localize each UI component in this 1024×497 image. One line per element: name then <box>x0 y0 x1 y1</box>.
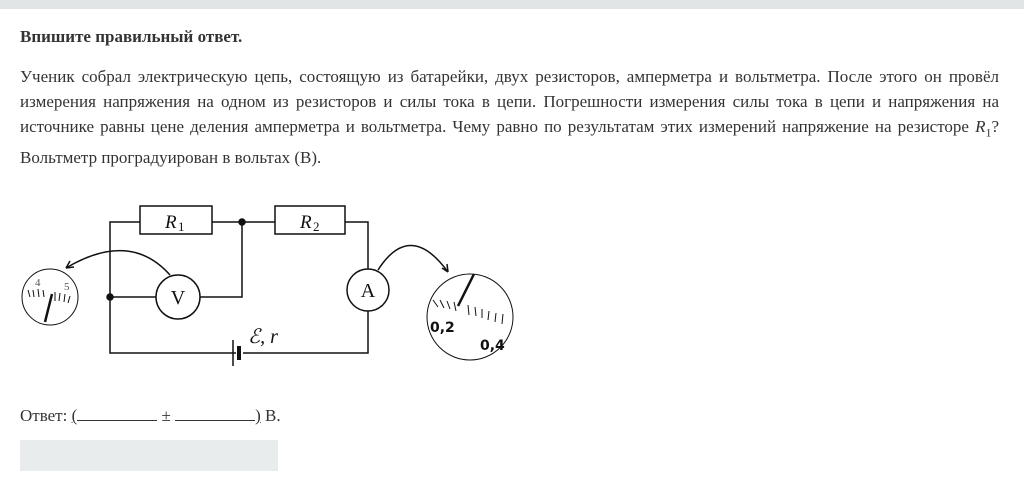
junction-dot <box>238 218 246 226</box>
task-text-end: ? Вольтметр проградуирован в вольтах (В)… <box>20 117 999 168</box>
arrowhead <box>65 260 75 269</box>
arrowhead <box>441 263 449 273</box>
junction-dot <box>106 293 114 301</box>
voltmeter-dial <box>21 268 79 326</box>
voltmeter-pointer-arrow <box>65 249 171 276</box>
ammeter-label: A <box>361 280 376 302</box>
answer-label: Ответ: <box>20 406 68 425</box>
unit-label: В. <box>265 406 281 425</box>
top-bar <box>0 0 1024 9</box>
ammeter-pointer-arrow <box>377 244 449 273</box>
resistor-subscript: 1 <box>985 125 992 140</box>
voltmeter-scale-label: 4 <box>35 277 41 289</box>
r1-subscript: 1 <box>178 219 185 234</box>
voltmeter-scale-ticks <box>27 288 71 304</box>
wire <box>109 221 236 354</box>
voltmeter-scale-label: 5 <box>64 281 70 293</box>
wire <box>243 311 369 354</box>
voltmeter-label: V <box>171 287 186 309</box>
error-blank <box>175 406 256 421</box>
ammeter-scale-label: 0,4 <box>480 338 505 354</box>
voltmeter <box>155 274 201 320</box>
ammeter-scale-ticks <box>432 299 504 325</box>
task-text: Ученик собрал электрическую цепь, состоя… <box>20 64 999 170</box>
wire <box>345 221 369 269</box>
resistor-variable: R <box>975 117 986 136</box>
ammeter-dial <box>426 273 514 361</box>
resistor-r2 <box>274 205 346 235</box>
task-text-start: Ученик собрал электрическую цепь, состоя… <box>20 67 999 136</box>
resistor-r1 <box>139 205 213 235</box>
source-label: ℰ, r <box>248 326 278 348</box>
ammeter <box>346 268 390 312</box>
answer-input[interactable] <box>20 440 278 471</box>
plus-minus-sign: ± <box>161 406 171 425</box>
voltmeter-needle <box>43 293 54 323</box>
value-blank <box>77 406 158 421</box>
ammeter-needle <box>456 273 476 307</box>
wire <box>200 222 243 298</box>
instruction: Впишите правильный ответ. <box>20 27 243 46</box>
ammeter-scale-label: 0,2 <box>430 320 455 336</box>
r2-subscript: 2 <box>313 219 320 234</box>
close-paren: ) <box>255 406 261 425</box>
r1-label: R <box>164 212 177 233</box>
r2-label: R <box>299 212 312 233</box>
answer-line: Ответ: ( ± ) В. <box>20 406 281 426</box>
open-paren: ( <box>71 406 78 425</box>
